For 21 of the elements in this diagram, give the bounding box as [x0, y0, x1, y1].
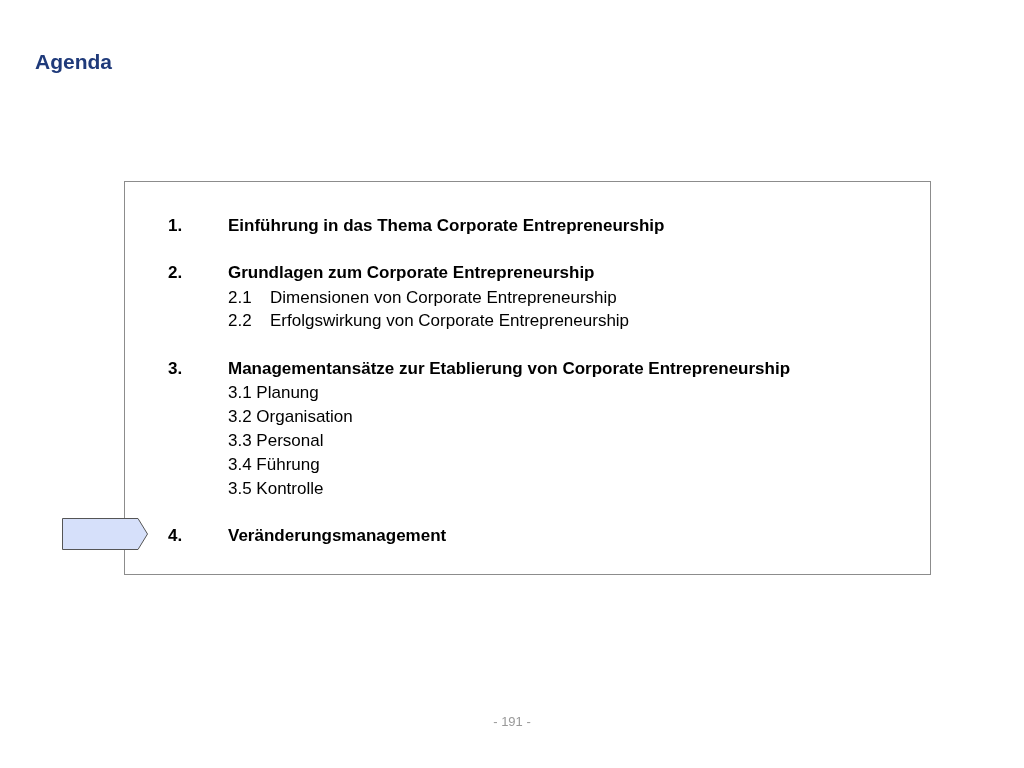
item-number: 1.: [168, 215, 183, 237]
item-number: 2.1: [228, 287, 252, 309]
agenda-item: 3.3 Personal: [228, 430, 324, 452]
agenda-frame: [124, 181, 931, 575]
agenda-item: 3.4 Führung: [228, 454, 320, 476]
pointer-marker: [62, 518, 148, 550]
agenda-item: Dimensionen von Corporate Entrepreneurship: [270, 287, 617, 309]
agenda-item: Erfolgswirkung von Corporate Entrepreneurship: [270, 310, 630, 332]
item-number: 2.: [168, 262, 183, 284]
agenda-item: 3.1 Planung: [228, 382, 319, 404]
agenda-item: 3.5 Kontrolle: [228, 478, 324, 500]
item-number: 2.2: [228, 310, 252, 332]
item-number: 4.: [168, 525, 183, 547]
agenda-item: Einführung in das Thema Corporate Entrepreneurship: [228, 215, 665, 237]
agenda-item: 3.2 Organisation: [228, 406, 353, 428]
agenda-item: Managementansätze zur Etablierung von Corporate Entrepreneurship: [228, 358, 791, 380]
agenda-item: Veränderungsmanagement: [228, 525, 447, 547]
agenda-item: Grundlagen zum Corporate Entrepreneurship: [228, 262, 595, 284]
page-number: - 191 -: [493, 714, 531, 729]
item-number: 3.: [168, 358, 183, 380]
slide-title: Agenda: [35, 50, 112, 74]
